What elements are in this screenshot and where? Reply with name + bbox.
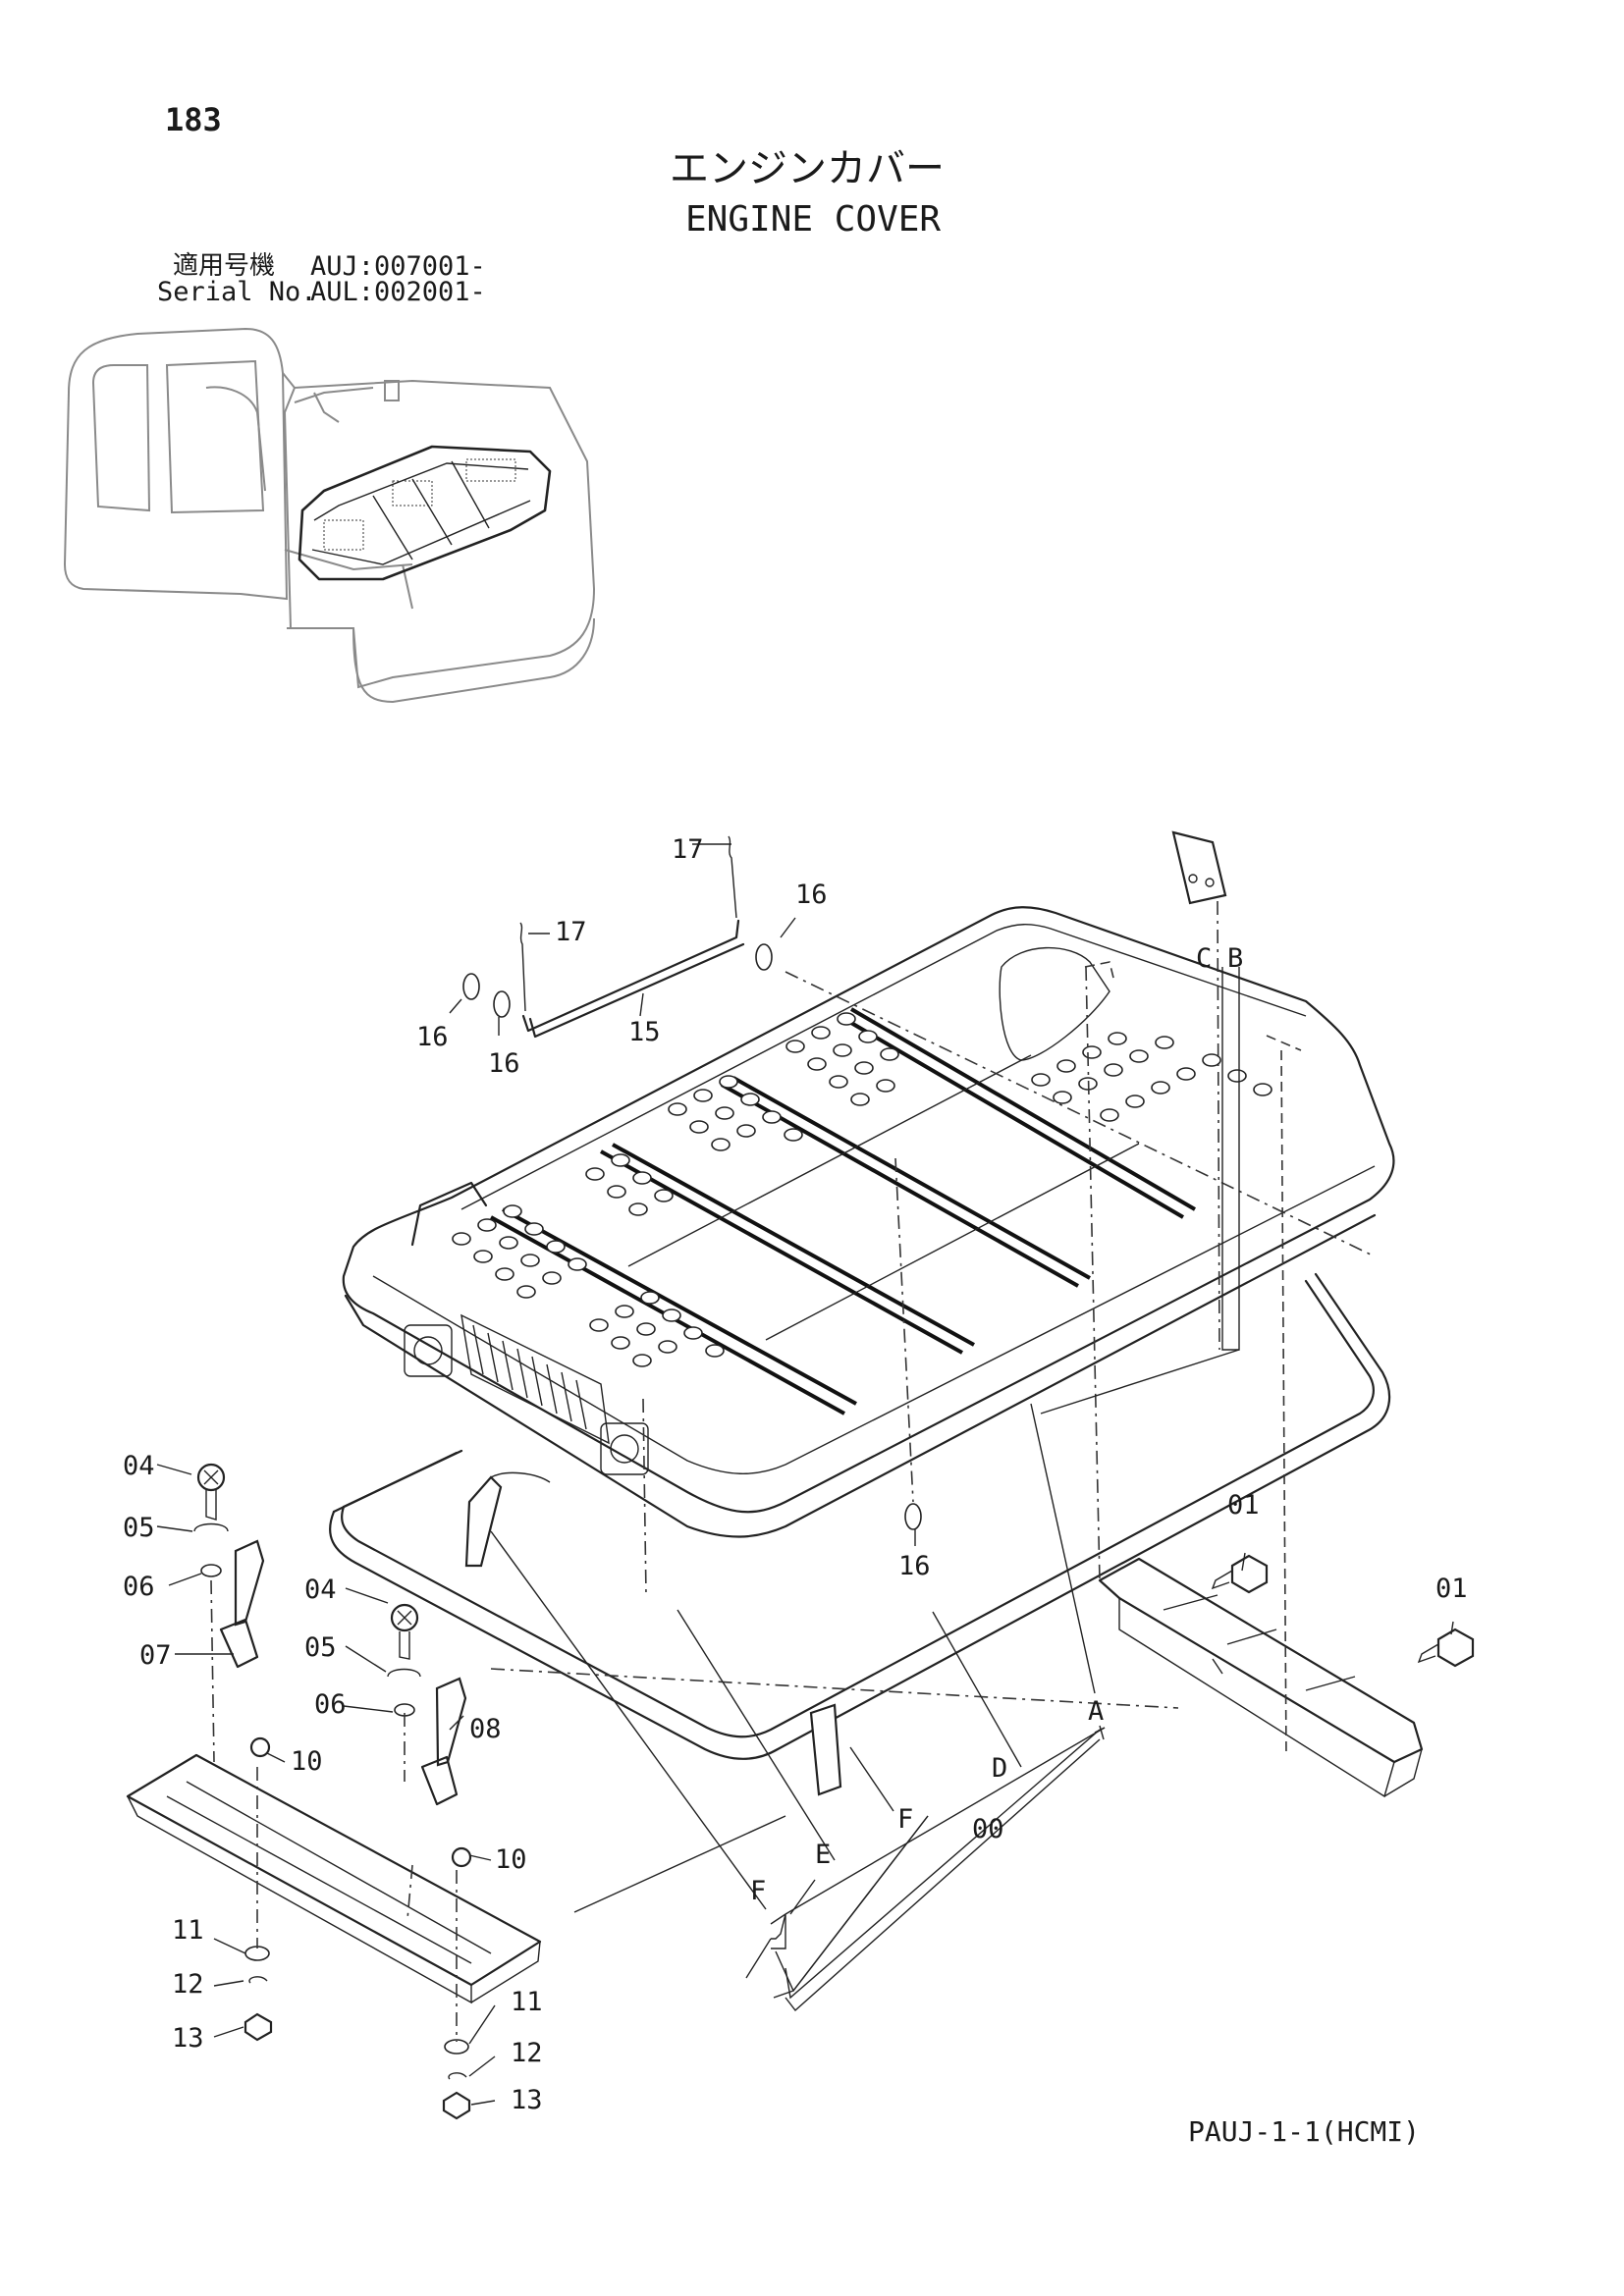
left-lamp-icon	[404, 1324, 453, 1377]
right-lamp-icon	[600, 1422, 649, 1475]
washer-icon	[462, 973, 480, 1000]
callout-11: 11	[172, 1915, 204, 1946]
callout-17: 17	[672, 834, 704, 865]
callout-13: 13	[511, 2085, 543, 2115]
callout-E: E	[815, 1840, 831, 1870]
cover-seal-frame	[329, 1272, 1391, 1796]
excavator-overview-illustration	[63, 327, 596, 704]
callout-A: A	[1088, 1696, 1104, 1727]
serial-label-english: Serial No.	[157, 277, 317, 307]
serial-value-aul: AUL:002001-	[310, 277, 486, 307]
callout-F: F	[750, 1876, 766, 1906]
callout-B: B	[1227, 943, 1243, 974]
footer-code: PAUJ-1-1(HCMI)	[1188, 2115, 1421, 2148]
callout-06: 06	[314, 1689, 347, 1720]
callout-16: 16	[488, 1048, 520, 1079]
page-number: 183	[165, 101, 222, 138]
right-bracket	[1098, 1557, 1424, 1798]
callout-13: 13	[172, 2023, 204, 2054]
callout-10: 10	[291, 1746, 323, 1777]
callout-08: 08	[469, 1714, 502, 1744]
callout-F: F	[897, 1804, 913, 1835]
callout-07: 07	[139, 1640, 172, 1671]
rear-bracket-plate	[1171, 830, 1227, 905]
callout-01: 01	[1435, 1574, 1468, 1604]
callout-15: 15	[628, 1017, 661, 1047]
front-grille	[460, 1313, 610, 1445]
callout-12: 12	[172, 1969, 204, 2000]
vent-holes	[452, 1012, 1272, 1367]
callout-16: 16	[898, 1551, 931, 1581]
bolt-icon	[1211, 1554, 1269, 1594]
callout-04: 04	[304, 1575, 337, 1605]
serial-label-japanese: 適用号機	[173, 251, 276, 281]
washer-icon	[904, 1503, 922, 1530]
stay-rod	[519, 835, 745, 1039]
callout-16: 16	[416, 1022, 449, 1052]
engine-cover-main	[342, 906, 1395, 1538]
callout-06: 06	[123, 1572, 155, 1602]
callout-10: 10	[495, 1844, 527, 1875]
callout-12: 12	[511, 2038, 543, 2068]
title-english: ENGINE COVER	[685, 199, 942, 240]
callout-05: 05	[304, 1632, 337, 1663]
callout-11: 11	[511, 1987, 543, 2017]
latch-base-plate	[126, 1736, 542, 2004]
latch-right	[387, 1603, 467, 1806]
callout-leaders	[156, 843, 1454, 2106]
bolt-icon	[1417, 1628, 1475, 1668]
callout-04: 04	[123, 1451, 155, 1481]
washer-icon	[493, 990, 511, 1018]
washer-icon	[755, 943, 773, 971]
callout-16: 16	[795, 880, 828, 910]
callout-labels: 17 17 16 16 16 15 16 C B 01 01 A D F 00 …	[123, 834, 1468, 2115]
callout-01: 01	[1227, 1490, 1260, 1521]
latch-left	[193, 1463, 265, 1669]
callout-17: 17	[555, 917, 587, 947]
assembly-center-lines	[210, 900, 1376, 2042]
callout-D: D	[992, 1753, 1007, 1784]
washer-and-nut-stack	[244, 1946, 471, 2120]
callout-C: C	[1196, 943, 1212, 974]
title-japanese: エンジンカバー	[670, 146, 945, 191]
callout-05: 05	[123, 1513, 155, 1543]
serial-value-auj: AUJ:007001-	[310, 251, 486, 282]
callout-00: 00	[972, 1814, 1004, 1844]
